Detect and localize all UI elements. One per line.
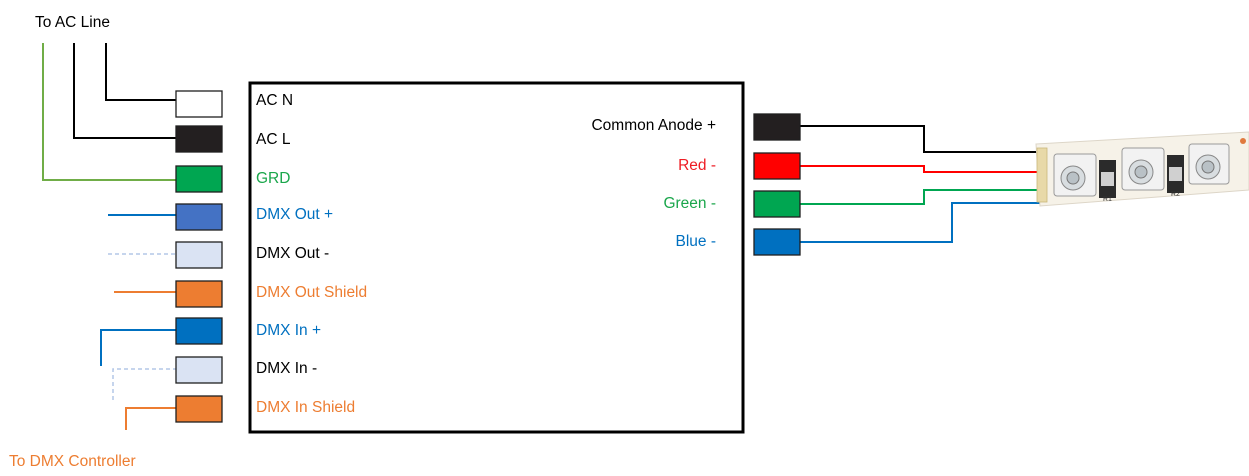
led-strip: R1 R2 — [1035, 131, 1249, 207]
terminal-block-dmx-out — [175, 203, 223, 231]
wire-red — [800, 165, 1040, 173]
terminal-block-dmx-out — [175, 241, 223, 269]
terminal-block-grd — [175, 165, 223, 193]
output-label: Green - — [663, 195, 716, 212]
dmx-controller-label: To DMX Controller — [9, 453, 136, 470]
wire-common-anode — [800, 125, 1040, 153]
terminal-label: DMX In - — [256, 360, 318, 377]
wire-blue — [800, 202, 1040, 243]
ac-line-label: To AC Line — [35, 14, 110, 31]
resistor-label: R1 — [1103, 196, 1112, 203]
resistor-icon — [1167, 155, 1184, 193]
terminal-label: DMX In + — [256, 322, 322, 339]
resistor-icon — [1099, 160, 1116, 198]
wire-dmx-in-shield — [125, 407, 176, 430]
terminal-block-dmx-in — [175, 356, 223, 384]
resistor-label: R2 — [1171, 191, 1180, 198]
output-block-common-anode — [753, 113, 801, 141]
terminal-block-ac-l — [175, 125, 223, 153]
strip-dot — [1240, 138, 1246, 144]
terminal-block-dmx-out-shield — [175, 280, 223, 308]
output-label: Red - — [678, 157, 716, 174]
led-chip-icon — [1121, 147, 1165, 191]
wire-dmx-in-plus — [100, 329, 176, 366]
output-block-green — [753, 190, 801, 218]
output-block-red — [753, 152, 801, 180]
terminal-label: AC N — [256, 92, 294, 109]
output-label: Blue - — [675, 233, 717, 250]
led-chip-icon — [1053, 153, 1097, 197]
wire-dmx-in-minus — [112, 368, 176, 400]
controller-box — [248, 81, 745, 434]
led-chip-icon — [1188, 143, 1230, 185]
wire-ac-l — [73, 43, 176, 139]
terminal-block-dmx-in — [175, 317, 223, 345]
output-block-blue — [753, 228, 801, 256]
terminal-label: DMX In Shield — [256, 399, 356, 416]
terminal-label: GRD — [256, 170, 291, 187]
terminal-label: DMX Out - — [256, 245, 330, 262]
output-label: Common Anode + — [591, 117, 716, 134]
wire-ac-n — [105, 43, 176, 101]
terminal-block-ac-n — [175, 90, 223, 118]
wire-green — [800, 189, 1040, 205]
terminal-label: AC L — [256, 131, 291, 148]
terminal-label: DMX Out + — [256, 206, 334, 223]
wire-ground — [42, 43, 176, 181]
terminal-label: DMX Out Shield — [256, 284, 368, 301]
terminal-block-dmx-in-shield — [175, 395, 223, 423]
